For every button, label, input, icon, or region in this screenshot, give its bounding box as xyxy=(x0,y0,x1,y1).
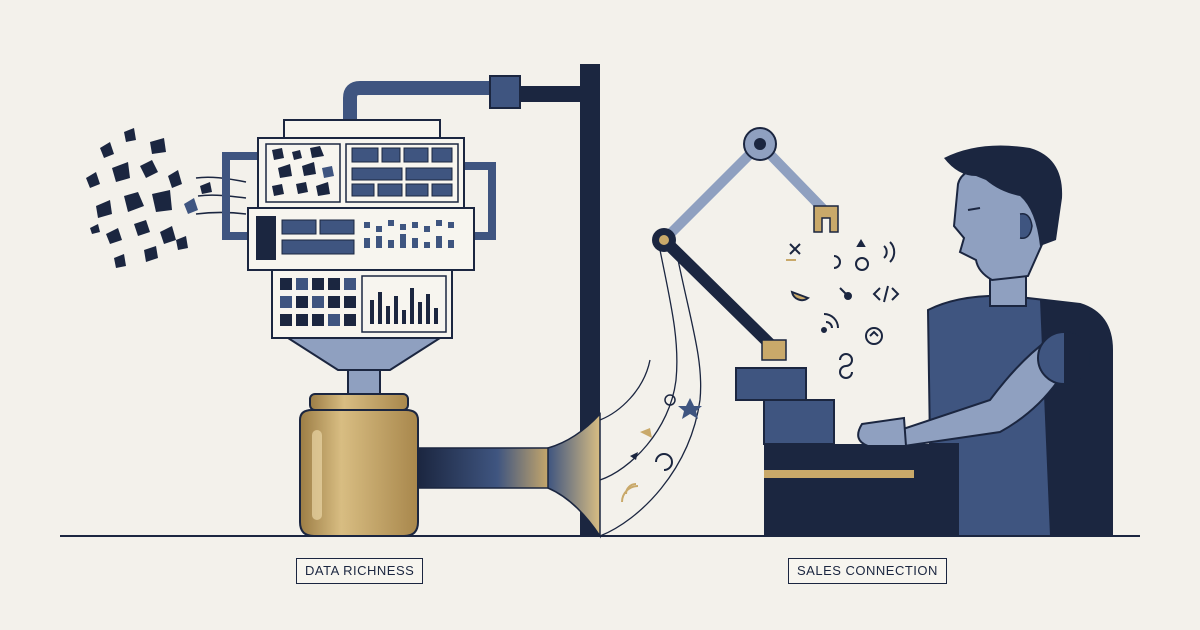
data-fragments-icon xyxy=(86,128,212,268)
top-pipe xyxy=(343,81,500,124)
output-pipe xyxy=(417,412,601,539)
data-ribbon xyxy=(599,249,702,537)
workstation xyxy=(735,367,958,536)
data-machine xyxy=(247,119,475,339)
funnel-icon xyxy=(284,337,444,401)
tower-post xyxy=(580,64,600,536)
data-richness-label: DATA RICHNESS xyxy=(296,558,424,584)
robotic-arm-icon xyxy=(652,127,839,361)
signal-icon xyxy=(786,239,900,390)
person-icon xyxy=(857,145,1113,537)
intake-wires xyxy=(195,176,247,215)
sales-connection-label: SALES CONNECTION xyxy=(788,558,947,584)
jar-icon xyxy=(299,393,419,537)
ribbon-symbols xyxy=(621,394,702,503)
